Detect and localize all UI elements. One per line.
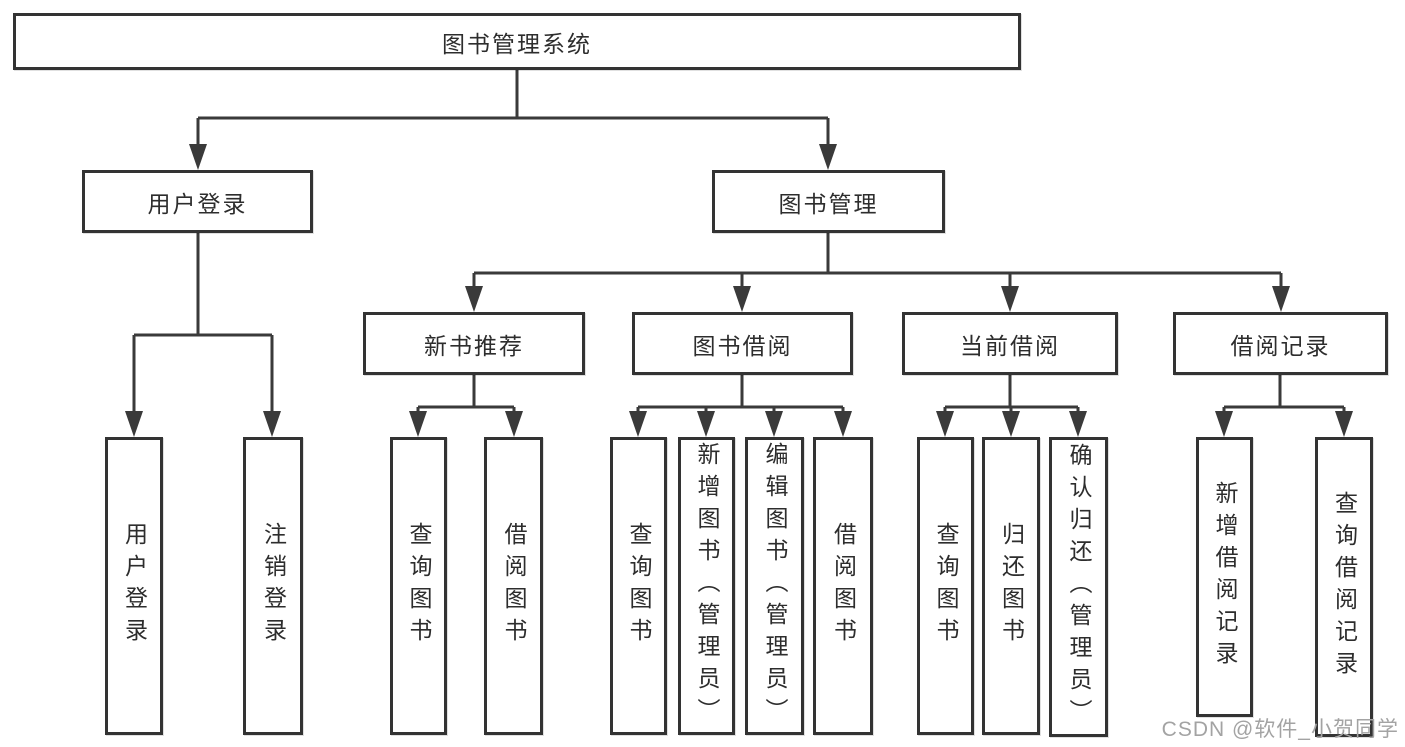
connector-paths [132,70,1346,420]
node-label: 注销登录 [260,522,287,650]
leaf-query-borrow-record: 查询借阅记录 [1315,437,1373,737]
arrowhead [1272,286,1290,312]
node-label: 新增借阅记录 [1212,481,1238,673]
arrowhead [505,411,523,437]
node-label: 图书借阅 [692,332,793,359]
leaf-borrow-books-2: 借阅图书 [813,437,873,735]
node-label: 查询图书 [626,522,652,650]
arrowhead [189,144,207,170]
node-user-login: 用户登录 [82,170,313,233]
arrowhead [1335,411,1353,437]
node-label: 归还图书 [998,522,1025,650]
leaf-add-borrow-record: 新增借阅记录 [1196,437,1253,717]
node-book-management: 图书管理 [712,170,945,233]
arrowhead [125,411,143,437]
node-label: 确认归还（管理员） [1066,443,1092,731]
node-label: 图书管理 [778,190,879,217]
node-label: 借阅图书 [501,522,527,650]
arrowhead [697,411,715,437]
leaf-query-books-1: 查询图书 [390,437,447,735]
arrowhead [409,411,427,437]
arrowhead [936,411,954,437]
node-label: 查询图书 [406,522,432,650]
node-borrowing-records: 借阅记录 [1173,312,1388,375]
arrowhead [465,286,483,312]
leaf-logout: 注销登录 [243,437,303,735]
leaf-add-book-admin: 新增图书（管理员） [678,437,735,735]
arrowhead [1215,411,1233,437]
node-label: 用户登录 [147,190,248,217]
leaf-confirm-return-admin: 确认归还（管理员） [1049,437,1108,737]
arrowhead [1069,411,1087,437]
arrowhead [263,411,281,437]
arrowhead [834,411,852,437]
arrowhead [733,286,751,312]
node-library-management-system: 图书管理系统 [13,13,1021,70]
leaf-return-books: 归还图书 [982,437,1040,735]
arrowheads [125,144,1353,437]
node-current-borrowing: 当前借阅 [902,312,1118,375]
node-label: 新书推荐 [424,332,524,359]
node-new-book-recommend: 新书推荐 [363,312,585,375]
leaf-query-books-2: 查询图书 [610,437,667,735]
node-label: 借阅记录 [1230,332,1331,359]
leaf-borrow-books-1: 借阅图书 [484,437,543,735]
node-label: 当前借阅 [960,332,1060,359]
leaf-edit-book-admin: 编辑图书（管理员） [745,437,804,735]
node-label: 查询图书 [933,522,959,650]
watermark: CSDN @软件_小贺同学 [1161,718,1399,741]
leaf-user-login: 用户登录 [105,437,163,735]
node-label: 图书管理系统 [442,30,592,57]
node-label: 编辑图书（管理员） [762,442,788,730]
node-book-borrowing: 图书借阅 [632,312,853,375]
leaf-query-books-3: 查询图书 [917,437,974,735]
arrowhead [819,144,837,170]
node-label: 用户登录 [121,522,148,650]
arrowhead [1002,411,1020,437]
arrowhead [629,411,647,437]
node-label: 新增图书（管理员） [694,442,720,730]
arrowhead [765,411,783,437]
node-label: 查询借阅记录 [1331,491,1358,683]
arrowhead [1001,286,1019,312]
node-label: 借阅图书 [830,522,857,650]
